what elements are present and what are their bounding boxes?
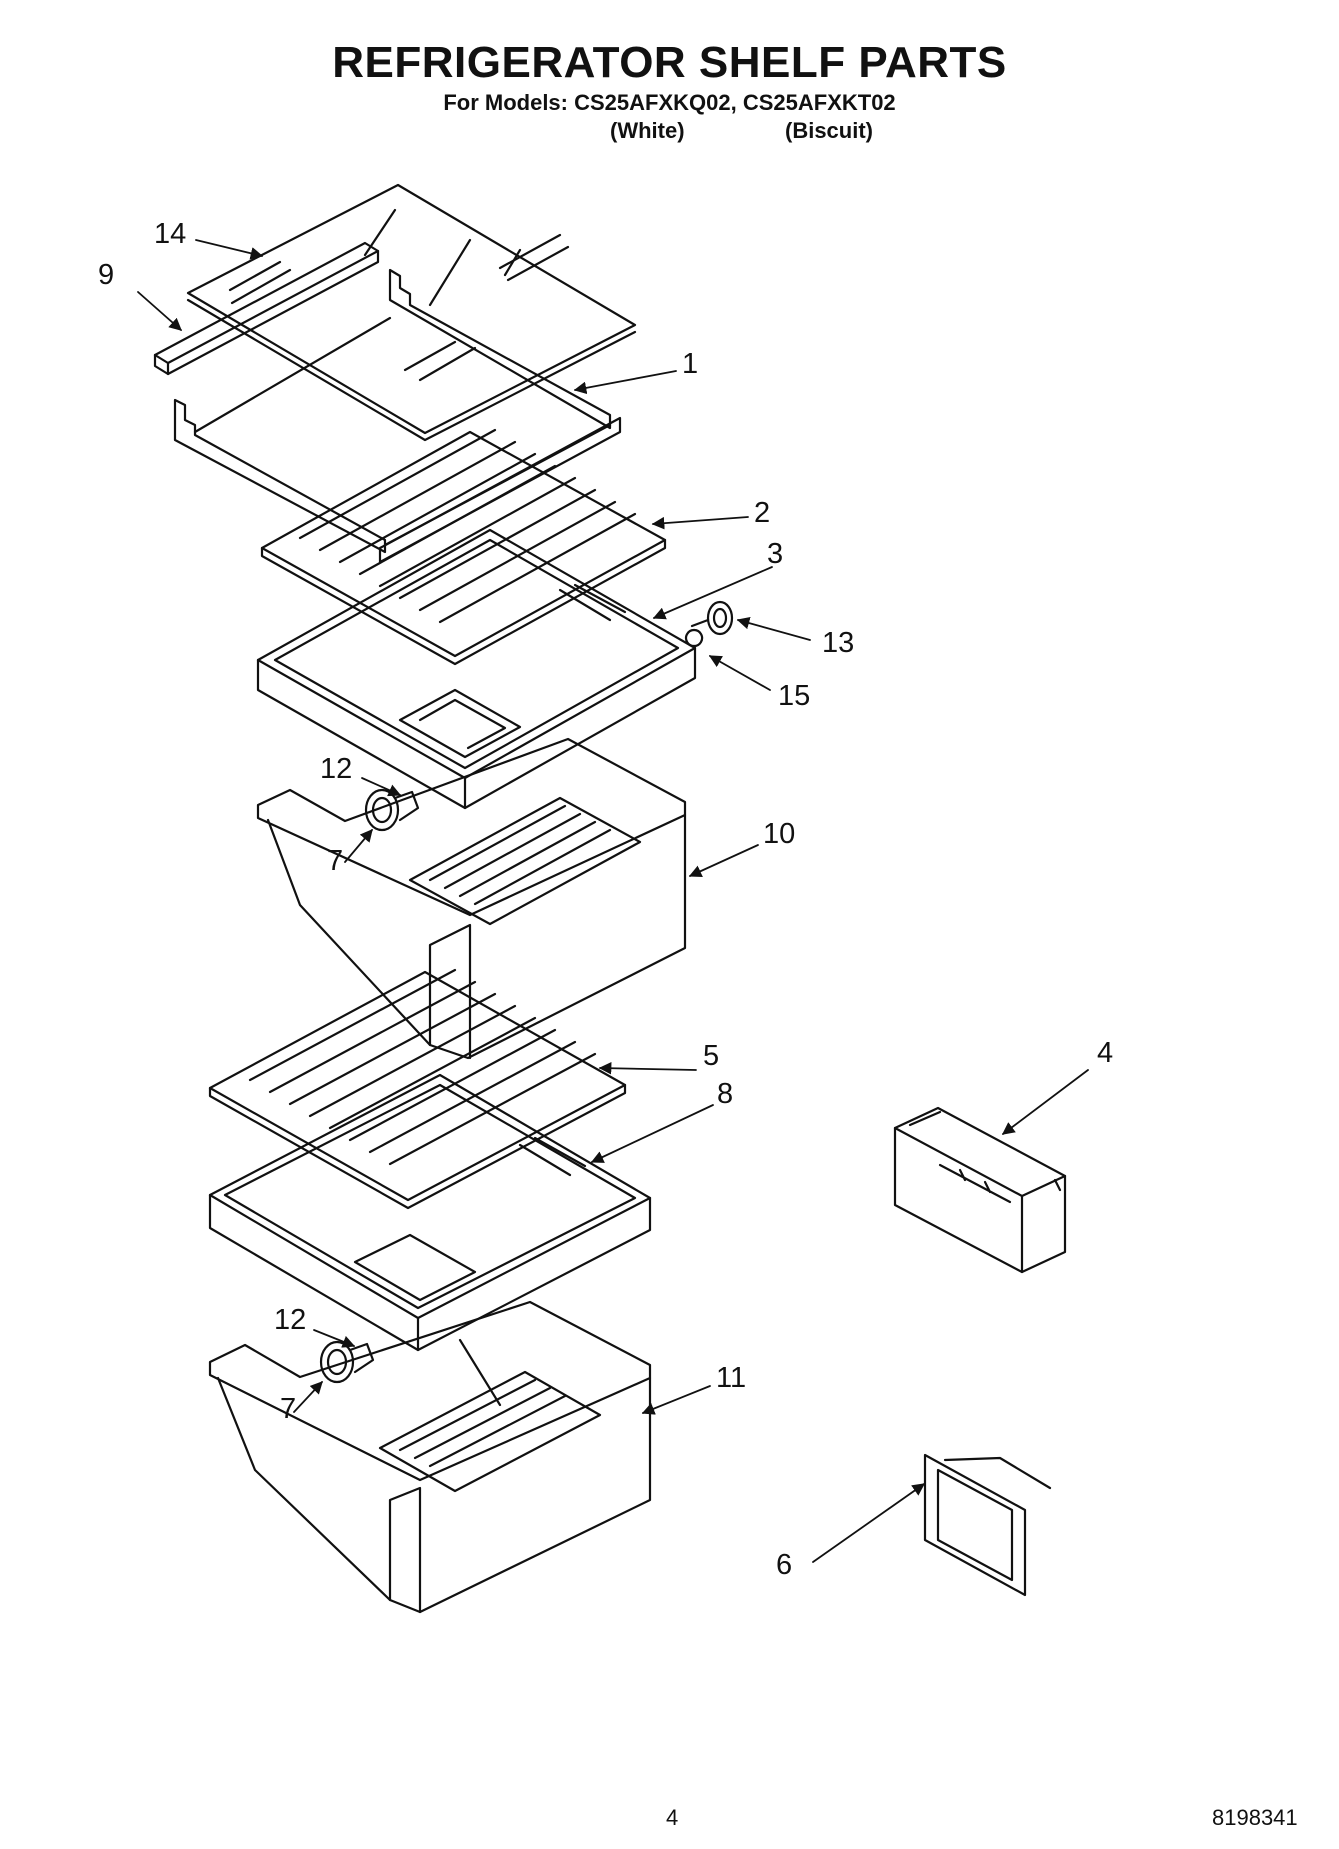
callout-1: 1 bbox=[682, 348, 699, 380]
callout-9: 9 bbox=[98, 259, 115, 291]
callout-8: 8 bbox=[717, 1078, 734, 1110]
knob-lower-parts-12-7 bbox=[319, 1340, 375, 1384]
crisper-frame-part-8 bbox=[208, 1073, 652, 1352]
door-bin-part-4 bbox=[893, 1106, 1067, 1274]
crisper-frame-part-3 bbox=[256, 528, 697, 810]
cover-panel-part-5 bbox=[208, 968, 627, 1210]
callout-12-lower: 12 bbox=[274, 1304, 307, 1336]
callout-12-upper: 12 bbox=[320, 753, 353, 785]
shelf-trim-part-9 bbox=[153, 241, 380, 376]
knob-upper-parts-12-7 bbox=[364, 788, 420, 832]
leader-lines bbox=[137, 239, 1089, 1563]
page-number: 4 bbox=[666, 1805, 679, 1830]
callout-13: 13 bbox=[822, 627, 855, 659]
variant-white: (White) bbox=[610, 118, 685, 143]
callout-4: 4 bbox=[1097, 1037, 1114, 1069]
glass-shelf-part-14 bbox=[186, 183, 637, 442]
callout-10: 10 bbox=[763, 818, 796, 850]
callout-15: 15 bbox=[778, 680, 811, 712]
callout-14: 14 bbox=[154, 218, 187, 250]
callout-7-lower: 7 bbox=[280, 1393, 297, 1425]
crisper-drawer-part-10 bbox=[256, 737, 687, 1060]
callout-11: 11 bbox=[716, 1362, 747, 1394]
document-number: 8198341 bbox=[1212, 1805, 1298, 1830]
callout-5: 5 bbox=[703, 1040, 720, 1072]
label-plate-part-6 bbox=[923, 1453, 1052, 1597]
page-title: REFRIGERATOR SHELF PARTS bbox=[332, 38, 1007, 87]
variant-biscuit: (Biscuit) bbox=[785, 118, 873, 143]
shelf-frame-part-1 bbox=[173, 268, 622, 564]
callout-6: 6 bbox=[776, 1549, 793, 1581]
crisper-drawer-part-11 bbox=[208, 1300, 652, 1614]
callout-7-upper: 7 bbox=[327, 845, 344, 877]
cover-panel-part-2 bbox=[260, 428, 667, 666]
models-line: For Models: CS25AFXKQ02, CS25AFXKT02 bbox=[443, 90, 896, 115]
callout-2: 2 bbox=[754, 497, 771, 529]
callout-3: 3 bbox=[767, 538, 784, 570]
roller-parts-13-15 bbox=[685, 600, 734, 648]
